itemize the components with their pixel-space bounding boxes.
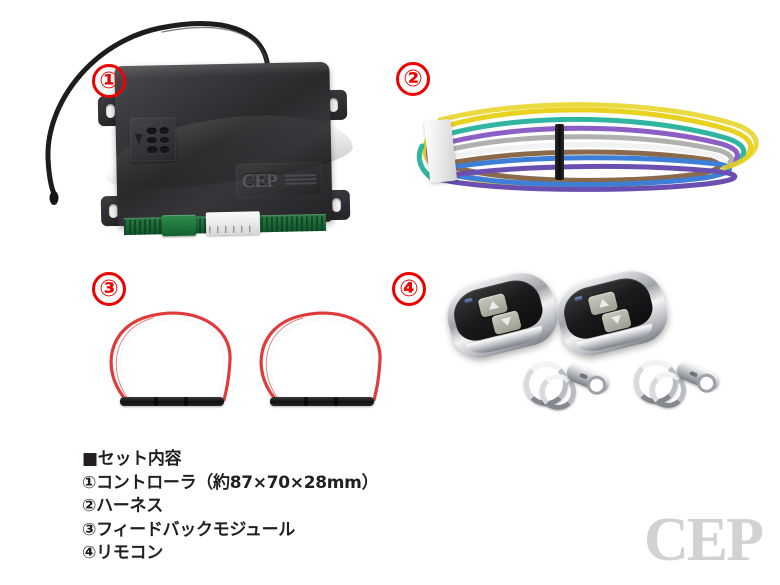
index-badge-3: ③ — [92, 272, 126, 306]
set-contents-item-3: ③フィードバックモジュール — [82, 519, 295, 540]
led-indicator-icon — [464, 297, 473, 304]
set-contents-heading: ■セット内容 — [82, 449, 182, 469]
index-badge-1: ① — [92, 64, 126, 98]
antenna-wire-icon — [45, 21, 271, 205]
triangle-up-icon — [597, 297, 610, 308]
embossed-subtext — [284, 174, 317, 187]
feedback-module-right — [248, 296, 408, 414]
led-indicator-icon — [574, 295, 583, 302]
remote-chrome-body — [550, 264, 674, 362]
pcb-edge-right — [255, 213, 327, 233]
triangle-up-icon — [487, 299, 500, 310]
feedback-module-left — [98, 296, 258, 414]
index-badge-4: ④ — [392, 272, 426, 306]
arrow-icon — [134, 133, 143, 145]
white-connector-block — [205, 211, 261, 236]
triangle-down-icon — [501, 316, 513, 328]
controller-connector-strip — [118, 211, 330, 240]
set-contents-item-2: ②ハーネス — [82, 496, 163, 516]
dip-switch-panel — [129, 117, 177, 162]
set-contents-item-4: ④リモコン — [82, 543, 163, 563]
heat-shrink-sleeve — [120, 397, 224, 406]
triangle-down-icon — [611, 314, 623, 326]
harness-wire-bundle-icon — [416, 102, 759, 192]
cable-tie — [555, 124, 564, 180]
set-contents-item-1: ①コントローラ（約87×70×28mm） — [82, 472, 379, 493]
heat-shrink-sleeve — [270, 397, 374, 406]
green-connector-block — [161, 214, 197, 237]
controller-housing: CEP — [100, 61, 356, 227]
cep-brand-watermark: CEP — [644, 506, 764, 574]
key-ring-small — [540, 374, 576, 410]
embossed-brand-plate: CEP — [235, 161, 323, 198]
embossed-cep-logo: CEP — [241, 169, 277, 192]
set-contents-list: ■セット内容 ①コントローラ（約87×70×28mm） ②ハーネス ③フィードバ… — [82, 448, 379, 566]
feedback-wire-loop-icon — [109, 311, 232, 402]
controller-product-photo: CEP — [30, 18, 370, 258]
remote-chrome-body — [440, 266, 564, 364]
dip-switch-dots — [146, 127, 170, 154]
index-badge-2: ② — [396, 62, 430, 96]
feedback-wire-loop-icon — [259, 311, 382, 402]
wiring-harness-product-photo — [400, 96, 772, 208]
key-ring-small — [650, 372, 686, 408]
